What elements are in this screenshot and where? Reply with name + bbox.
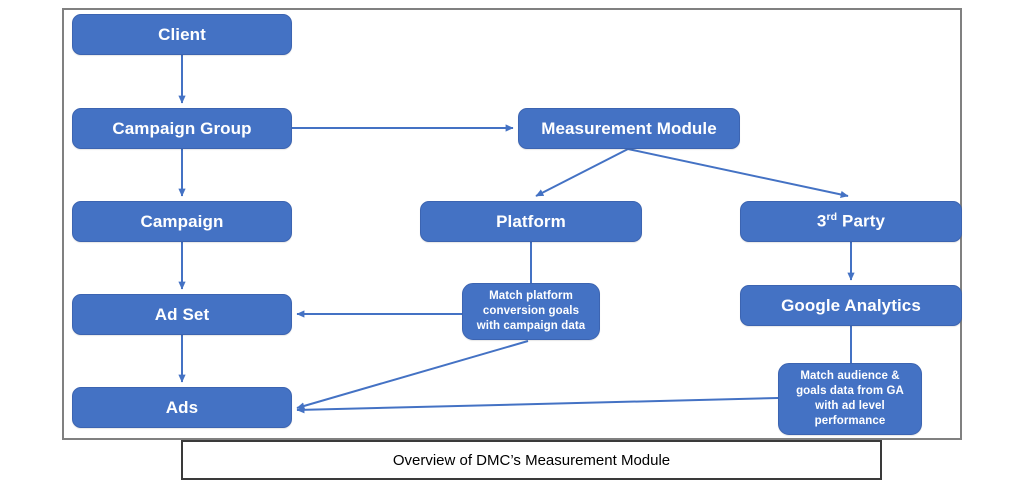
node-platform[interactable]: Platform [420, 201, 642, 242]
node-third-party-label: 3rd Party [817, 211, 885, 232]
node-third-party[interactable]: 3rd Party [740, 201, 962, 242]
node-platform-label: Platform [496, 211, 566, 231]
node-ads[interactable]: Ads [72, 387, 292, 428]
node-client[interactable]: Client [72, 14, 292, 55]
note-ga-line-1: Match audience & [800, 369, 900, 382]
node-campaign[interactable]: Campaign [72, 201, 292, 242]
node-campaign-label: Campaign [140, 211, 224, 231]
note-ga-match[interactable]: Match audience & goals data from GA with… [778, 363, 922, 435]
note-platform-match[interactable]: Match platform conversion goals with cam… [462, 283, 600, 340]
node-ads-label: Ads [165, 397, 199, 417]
note-ga-line-4: performance [814, 415, 886, 428]
node-client-label: Client [158, 24, 206, 44]
caption-text: Overview of DMC’s Measurement Module [392, 451, 671, 469]
node-google-analytics[interactable]: Google Analytics [740, 285, 962, 326]
note-ga-line-2: goals data from GA [796, 384, 904, 397]
note-platform-line-2: conversion goals [482, 304, 580, 317]
note-platform-line-3: with campaign data [476, 320, 586, 333]
node-ad-set-label: Ad Set [154, 304, 210, 324]
note-ga-line-3: with ad level [815, 400, 885, 412]
node-google-analytics-label: Google Analytics [781, 295, 921, 315]
node-campaign-group-label: Campaign Group [112, 118, 252, 138]
note-platform-line-1: Match platform [489, 289, 573, 302]
node-measurement-module-label: Measurement Module [541, 118, 717, 138]
node-third-party-base: 3 [816, 211, 827, 231]
node-campaign-group[interactable]: Campaign Group [72, 108, 292, 149]
node-third-party-ordinal-suffix: rd [826, 211, 838, 224]
caption-box: Overview of DMC’s Measurement Module [181, 440, 882, 480]
node-ad-set[interactable]: Ad Set [72, 294, 292, 335]
node-third-party-rest: Party [837, 211, 886, 231]
node-measurement-module[interactable]: Measurement Module [518, 108, 740, 149]
